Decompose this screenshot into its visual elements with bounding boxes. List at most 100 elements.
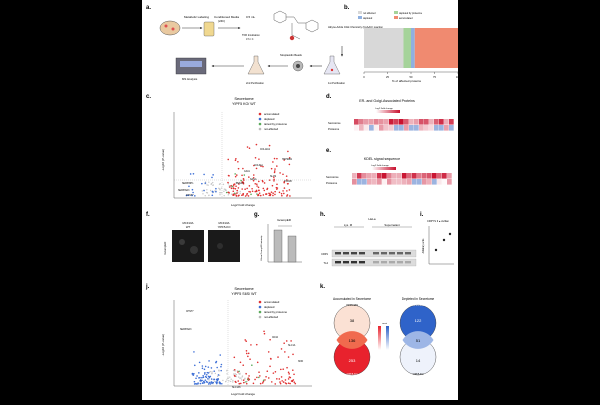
legend-proteome: tained by proteome [264,122,288,126]
volcano-point [238,372,240,375]
legend-dot-not-affected [258,127,262,131]
panel-letter-f: f. [146,212,150,218]
bar-segment [364,28,404,68]
volcano-point [276,165,278,167]
volcano-point [274,193,276,196]
blot-label-tl4: TL4 [324,261,329,265]
volcano-point [236,192,238,194]
volcano-point [235,185,237,187]
panel-e-scale: Log2 Fold change [371,165,389,167]
volcano-point [237,167,240,170]
flask-icon [323,55,341,75]
panel-c-title: Secretome [234,96,254,101]
volcano-point [246,192,249,195]
volcano-point [203,189,205,192]
volcano-point [280,192,283,195]
volcano-point [267,351,270,353]
heatmap-cell [397,179,402,185]
volcano-point [247,195,250,197]
volcano-point [251,364,253,367]
volcano-point [192,172,195,175]
volcano-point [249,191,252,193]
volcano-point [232,184,235,187]
volcano-point [206,192,209,194]
volcano-point [288,163,291,166]
panel-d-heatmap [354,119,454,131]
volcano-point [283,180,286,183]
volcano-point [291,380,294,383]
heatmap-cell [392,179,397,185]
heatmap-cell [439,119,444,125]
blot-band [343,252,349,255]
volcano-point [259,194,262,197]
volcano-point [266,187,269,190]
heatmap-cell [434,125,439,131]
heatmap-cell [422,173,427,179]
volcano-point [221,192,223,194]
tube-icon [203,21,215,37]
volcano-point [229,376,231,378]
heatmap-cell [427,173,432,179]
blot-band [381,252,387,255]
venn-left-mid-count: 136 [349,338,356,343]
venn-left-top-label: YIPF5-S6S [346,304,358,307]
volcano-point [251,190,254,193]
volcano-point [203,373,206,375]
volcano-point [262,380,265,383]
blot-band [397,252,403,255]
volcano-point [224,188,227,191]
panel-j-legend: accumulated depleted tained by proteome … [258,300,288,319]
volcano-point [247,378,249,381]
volcano-point [201,382,204,384]
panel-b: b. not affected depleted by proteome dep… [344,5,461,83]
panel-letter-b: b. [344,5,350,11]
panel-i: i. CRPYS 3 ● civilian Arbitrary units [420,212,454,265]
volcano-point [201,182,203,185]
volcano-point [258,180,260,183]
heatmap-cell [444,125,449,131]
volcano-point [235,375,237,378]
bar-segment [414,28,458,68]
row-proteome: Proteome [326,181,338,185]
volcano-point [235,158,237,160]
volcano-point [256,185,258,187]
volcano-point [252,179,255,182]
volcano-point [211,190,214,193]
panel-b-bars [364,28,458,68]
legend-dot-accumulated [258,112,262,116]
volcano-point [188,185,190,188]
volcano-point [238,382,241,385]
venn-colorbar-left [378,326,381,350]
blot-band [359,252,365,255]
volcano-point [232,373,235,375]
volcano-point [237,380,240,382]
volcano-point [209,370,212,373]
volcano-point [262,194,265,196]
legend-depleted-proteome: depleted by proteome [399,12,423,15]
volcano-point [233,374,236,377]
heatmap-cell [354,119,359,125]
volcano-point [270,381,273,383]
blot-band [405,261,411,264]
volcano-point [220,191,222,194]
legend-accumulated: accumulated [264,300,280,304]
panel-g-ylabel: Mean GcampER intensity [260,235,263,261]
venn-right-top-count: 122 [415,318,422,323]
volcano-point [228,186,231,188]
blot-band [359,261,365,264]
volcano-point [213,370,216,372]
volcano-point [223,190,225,193]
volcano-point [254,182,257,185]
volcano-point [276,188,278,190]
volcano-point [219,194,221,196]
panel-d-scale: Log2 Fold change [375,108,393,110]
legend-dot-not-affected [258,315,262,319]
volcano-point [210,378,213,380]
volcano-point [262,187,265,190]
volcano-point [282,368,285,370]
volcano-point [219,183,221,185]
workflow-first: 1st Purification [328,81,346,85]
panel-d-title: ER- and Golgi-Associated Proteins [359,99,415,103]
volcano-point [185,194,188,197]
volcano-point [293,373,295,376]
